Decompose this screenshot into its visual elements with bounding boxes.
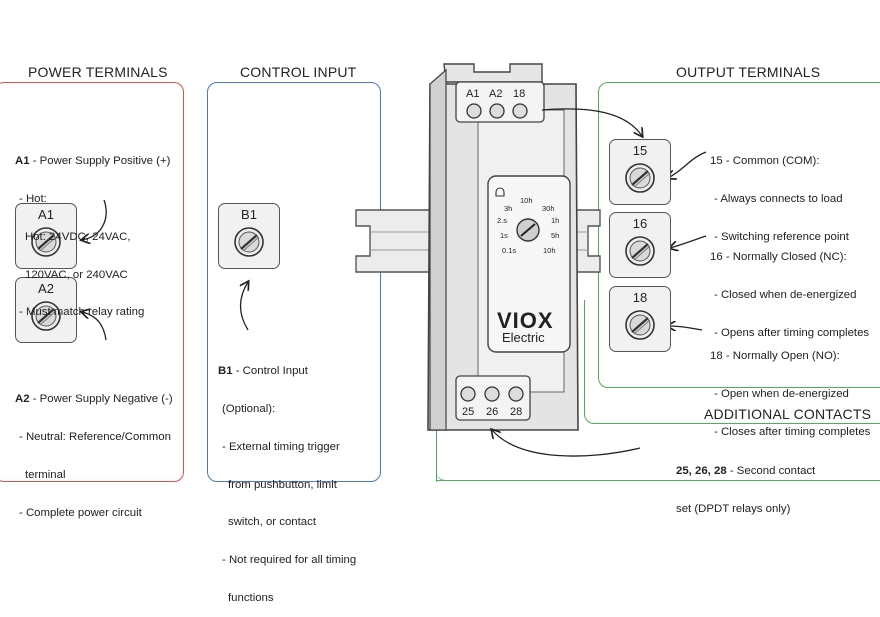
note-b1-line-2: from pushbutton, limit — [228, 478, 337, 491]
relay-body — [427, 63, 579, 431]
diagram-drawing — [29, 63, 707, 457]
note-a1-line-0: - Hot: — [19, 192, 47, 205]
note-16: 16 - Normally Closed (NC): - Closed when… — [710, 226, 869, 352]
dial-label-1s: 1s — [500, 231, 508, 240]
note-15-line-1: - Switching reference point — [714, 230, 849, 243]
dial-label-5h: 5h — [551, 231, 560, 240]
note-extra-title-rest: - Second contact — [726, 465, 816, 478]
note-b1-line-5: functions — [228, 591, 274, 604]
note-a1-line-3: - Must match relay rating — [19, 306, 145, 319]
note-a1: A1 - Power Supply Positive (+) - Hot: Ho… — [15, 130, 170, 332]
dial-label-3h: 3h — [504, 204, 513, 213]
additional-title: ADDITIONAL CONTACTS — [704, 406, 872, 422]
relay-bottom-term-26: 26 — [486, 406, 499, 418]
note-16-line-1: - Opens after timing completes — [714, 326, 870, 339]
note-a2-line-0: - Neutral: Reference/Common — [19, 430, 171, 443]
note-18: 18 - Normally Open (NO): - Open when de-… — [710, 325, 870, 451]
note-b1: B1 - Control Input (Optional): - Externa… — [218, 340, 356, 617]
power-panel — [0, 82, 184, 482]
note-extra-line-0: set (DPDT relays only) — [676, 502, 791, 515]
dial-label-10h-bottom: 10h — [543, 246, 556, 255]
additional-panel — [436, 395, 880, 481]
control-panel — [207, 82, 381, 482]
relay-bottom-term-25: 25 — [462, 406, 475, 418]
power-title: POWER TERMINALS — [28, 64, 168, 80]
terminal-15[interactable]: 15 — [609, 139, 671, 205]
dial-label-2s: 2.s — [497, 216, 508, 225]
note-a2-line-2: - Complete power circuit — [19, 506, 142, 519]
terminal-16-label: 16 — [632, 216, 648, 231]
additional-panel-connector — [436, 480, 456, 481]
terminal-18-label: 18 — [632, 290, 648, 305]
relay-top-term-a1: A1 — [466, 88, 480, 100]
pointer-arrows — [82, 108, 707, 457]
note-18-line-1: - Closes after timing completes — [714, 425, 871, 438]
note-15-title: 15 - Common (COM): — [710, 155, 820, 168]
note-b1-line-3: switch, or contact — [228, 516, 316, 529]
dial-label-01s: 0.1s — [502, 246, 517, 255]
output-title: OUTPUT TERMINALS — [676, 64, 821, 80]
note-a1-title: A1 — [15, 155, 30, 168]
terminal-15-label: 15 — [632, 143, 648, 158]
terminal-a2-label: A2 — [38, 281, 54, 296]
note-15-line-0: - Always connects to load — [714, 192, 843, 205]
note-a1-title-rest: - Power Supply Positive (+) — [29, 155, 171, 168]
note-a2: A2 - Power Supply Negative (-) - Neutral… — [15, 368, 173, 532]
note-b1-line-0: (Optional): — [222, 402, 276, 415]
additional-panel-divider — [584, 300, 880, 424]
note-18-line-0: - Open when de-energized — [714, 387, 849, 400]
brand-logo: VIOX — [497, 308, 554, 333]
note-a1-line-2: 120VAC, or 240VAC — [25, 268, 128, 281]
note-a1-line-1: Hot: 24VDC, 24VAC, — [25, 230, 131, 243]
note-b1-line-1: - External timing trigger — [222, 440, 340, 453]
note-b1-title: B1 — [218, 365, 233, 378]
note-16-line-0: - Closed when de-energized — [714, 288, 857, 301]
note-18-title: 18 - Normally Open (NO): — [710, 350, 840, 363]
terminal-18[interactable]: 18 — [609, 286, 671, 352]
control-title: CONTROL INPUT — [240, 64, 357, 80]
dial-label-30h: 30h — [542, 204, 555, 213]
note-b1-line-4: - Not required for all timing — [222, 554, 357, 567]
relay-top-term-18: 18 — [513, 88, 526, 100]
note-extra-title: 25, 26, 28 — [676, 465, 727, 478]
terminal-b1[interactable]: B1 — [218, 203, 280, 269]
output-panel — [598, 82, 880, 388]
relay-bottom-term-28: 28 — [510, 406, 523, 418]
note-b1-title-rest: - Control Input — [232, 365, 308, 378]
note-a2-title-rest: - Power Supply Negative (-) — [29, 393, 173, 406]
note-16-title: 16 - Normally Closed (NC): — [710, 251, 847, 264]
dial-label-1h: 1h — [551, 216, 560, 225]
note-a2-line-1: terminal — [25, 468, 66, 481]
terminal-b1-label: B1 — [241, 207, 257, 222]
note-extra: 25, 26, 28 - Second contact set (DPDT re… — [676, 440, 815, 528]
terminal-a1-label: A1 — [38, 207, 54, 222]
note-a2-title: A2 — [15, 393, 30, 406]
dial-label-10h-top: 10h — [520, 196, 533, 205]
terminal-16[interactable]: 16 — [609, 212, 671, 278]
relay-top-term-a2: A2 — [489, 88, 503, 100]
note-15: 15 - Common (COM): - Always connects to … — [710, 130, 849, 256]
brand-sub: Electric — [502, 330, 545, 345]
